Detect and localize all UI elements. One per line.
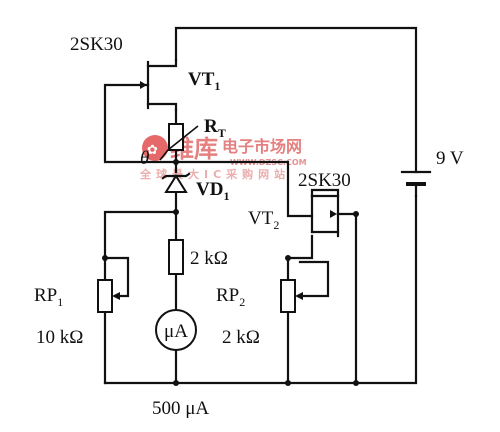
vt1-source <box>146 102 178 112</box>
junction-dot <box>353 211 359 217</box>
wire-rp1-top <box>103 210 178 282</box>
rp2-wiper-arrow-icon <box>295 292 303 300</box>
meter-range-label: 500 μA <box>152 398 209 419</box>
rp2-label: RP2 <box>216 285 245 309</box>
vt1-transistor <box>138 58 178 112</box>
vt1-label: VT1 <box>188 69 220 93</box>
resistor-2k-label: 2 kΩ <box>190 248 228 269</box>
junction-dot <box>285 380 291 386</box>
junction-dot <box>173 159 179 165</box>
rt-body <box>168 123 184 151</box>
vt2-transistor <box>310 190 340 238</box>
wire-top-rail <box>174 26 418 174</box>
meter-label: μA <box>164 321 188 342</box>
rt-label: RT <box>204 116 226 140</box>
watermark-site-name: 电子市场网 <box>222 137 302 156</box>
vd1-triangle-icon <box>164 174 188 193</box>
vt1-arrow-icon <box>140 81 147 89</box>
rp2-potentiometer <box>280 279 303 313</box>
rp1-label: RP1 <box>34 285 63 309</box>
junction-dot <box>173 209 179 215</box>
microammeter: μA <box>155 309 197 351</box>
vd1-label: VD1 <box>196 179 229 203</box>
wire-bottom-rail <box>103 194 418 385</box>
rt-slash <box>159 125 199 161</box>
vt1-drain <box>146 58 178 68</box>
battery-voltage-label: 9 V <box>436 148 464 169</box>
wire-vt2-source <box>286 234 314 385</box>
rp1-wiper-arrow-icon <box>112 292 120 300</box>
wire-rp2-wiper <box>298 260 330 298</box>
meter-body <box>155 309 197 351</box>
resistor-2k <box>168 239 184 275</box>
labels: 2SK30 VT1 RT θ VD1 2SK30 VT2 9 V 2 kΩ RP… <box>34 34 464 419</box>
watermark-logo-icon <box>142 135 168 161</box>
junction-dot <box>102 255 108 261</box>
vt2-arrow-icon <box>330 210 337 218</box>
wire-vt2-gate <box>336 212 358 385</box>
wire-node-vt2 <box>174 160 314 218</box>
wire-vt1-gate <box>103 83 178 164</box>
wires <box>103 26 418 385</box>
wire-vt2-drain-stub <box>310 188 340 198</box>
rp1-body <box>97 279 113 313</box>
svg-text:✿: ✿ <box>147 143 158 158</box>
vt2-part-label: 2SK30 <box>298 170 351 191</box>
rp1-value-label: 10 kΩ <box>36 327 83 348</box>
wire-rp1-wiper <box>103 256 130 298</box>
vd1-bar <box>161 172 191 180</box>
rp1-potentiometer <box>97 279 120 313</box>
watermark: ✿ 维库 电子市场网 WWW.DZSC.COM 全球最大IC采购网站 <box>139 135 307 181</box>
rp2-value-label: 2 kΩ <box>222 327 260 348</box>
vd1-zener <box>161 172 191 193</box>
junction-dot <box>353 380 359 386</box>
rt-thermistor <box>159 123 199 161</box>
junction-dot <box>173 380 179 386</box>
battery <box>400 170 432 198</box>
junctions <box>102 159 359 386</box>
vt1-part-label: 2SK30 <box>70 34 123 55</box>
vt2-label: VT2 <box>248 208 279 232</box>
rp2-body <box>280 279 296 313</box>
theta-label: θ <box>140 148 149 169</box>
junction-dot <box>285 255 291 261</box>
